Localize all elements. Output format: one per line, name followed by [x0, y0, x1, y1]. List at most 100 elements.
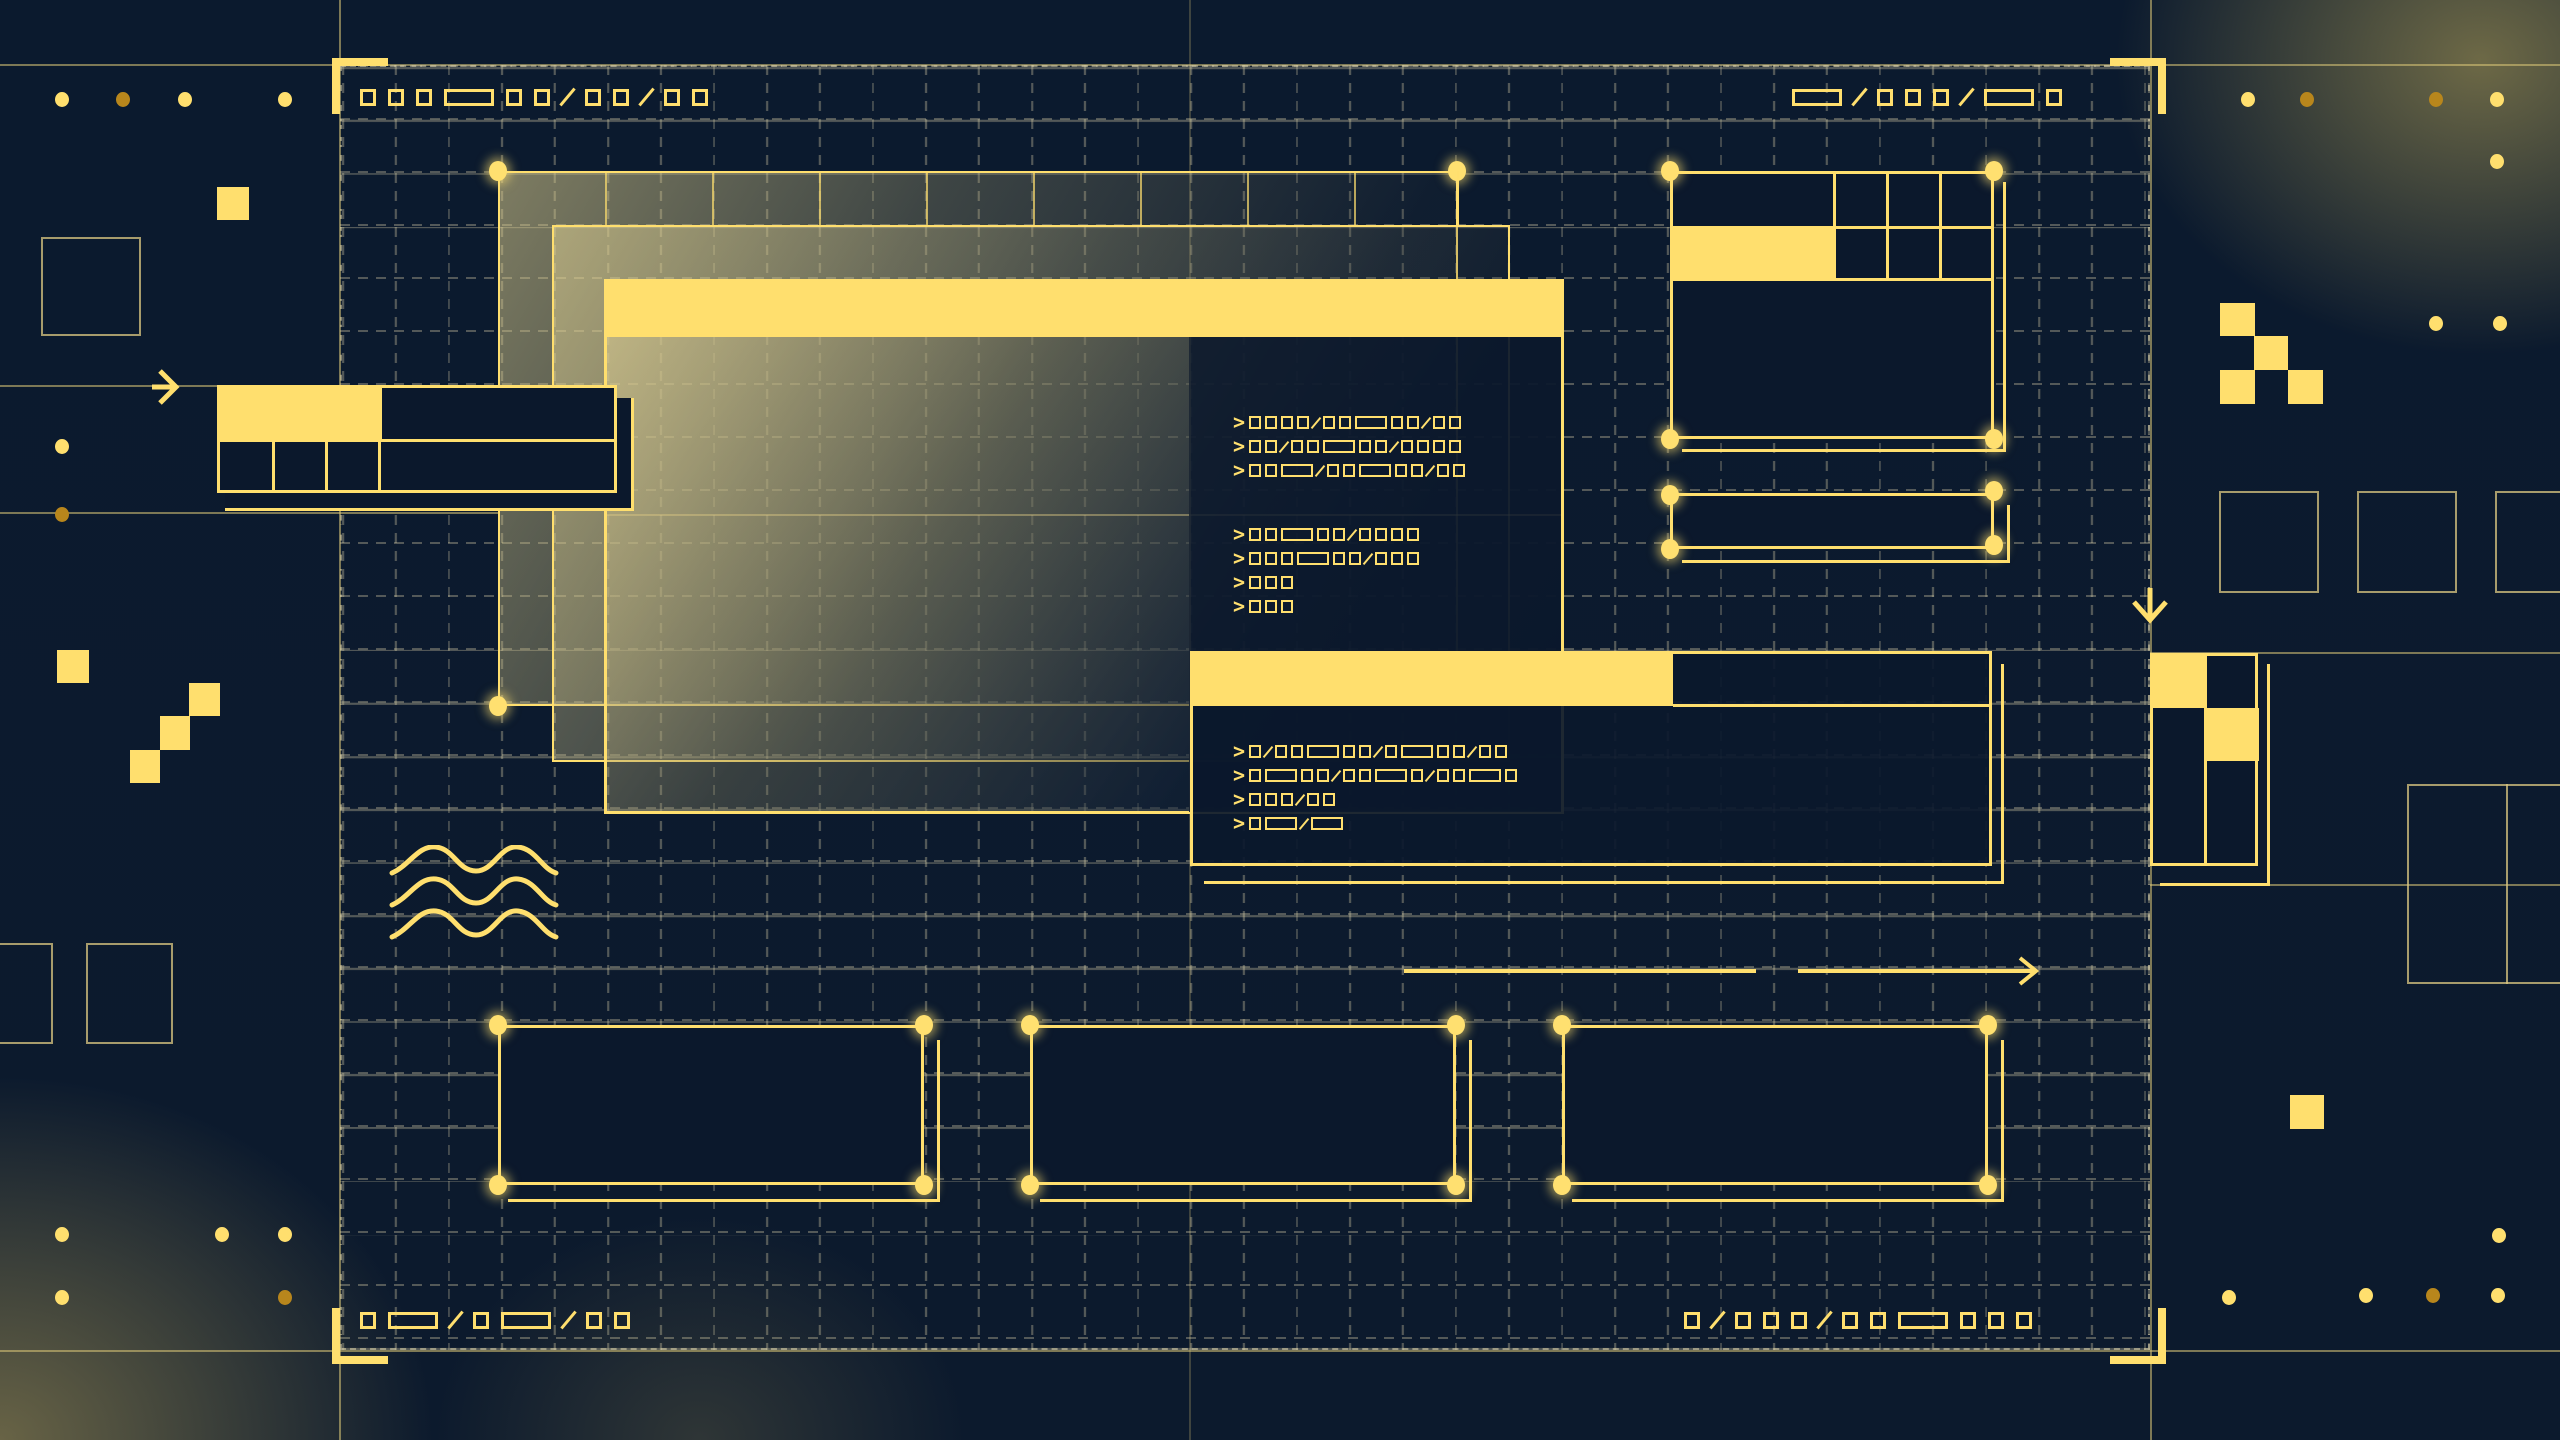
footer-label-left [360, 1309, 630, 1331]
node-dot [1661, 161, 1679, 181]
glyph-slash [1420, 416, 1432, 429]
indicator-dot [55, 507, 69, 522]
corner-bracket-top-right [2110, 58, 2166, 114]
glyph-slash [638, 87, 655, 107]
glyph-prompt: > [1233, 811, 1246, 835]
glyph-square [585, 88, 601, 106]
widget-row-line [1673, 226, 1991, 229]
node-dot [1661, 429, 1679, 449]
glyph-square [1249, 464, 1262, 477]
glyph-square [1763, 1311, 1779, 1329]
glyph-slash [1372, 745, 1384, 758]
indicator-dot [2300, 92, 2314, 107]
glyph-square [1391, 528, 1404, 541]
glyph-square [1437, 745, 1450, 758]
glyph-slash [1388, 440, 1400, 453]
widget-left[interactable] [217, 385, 617, 493]
arrow-right-icon [2018, 956, 2040, 986]
glyph-square [1291, 745, 1304, 758]
outline-box [41, 237, 141, 336]
glyph-square [1265, 600, 1278, 613]
glyph-square [1339, 416, 1352, 429]
bottom-panel-3[interactable] [1562, 1025, 1988, 1185]
glyph-slash [1362, 552, 1374, 565]
glyph-prompt: > [1233, 787, 1246, 811]
node-dot [1661, 485, 1679, 505]
glyph-square [1375, 440, 1388, 453]
glyph-square [1437, 769, 1450, 782]
glyph-rect [444, 88, 494, 106]
glyph-square [1479, 745, 1492, 758]
glyph-square [1349, 552, 1362, 565]
glyph-slash [447, 1310, 464, 1330]
glyph-rect [1401, 745, 1434, 758]
glyph-square [1411, 769, 1424, 782]
glyph-square [1301, 769, 1314, 782]
widget-col-line [1833, 174, 1836, 280]
indicator-dot [178, 92, 192, 107]
glyph-square [1359, 440, 1372, 453]
code-block-1: > > > [1233, 412, 1466, 480]
widget-top-right[interactable] [1670, 171, 1994, 439]
glyph-square [1249, 416, 1262, 429]
glyph-slash [560, 1310, 577, 1330]
glyph-prompt: > [1233, 594, 1246, 618]
glyph-square [1453, 769, 1466, 782]
code-line: > [1233, 594, 1419, 618]
pixel-square [2254, 336, 2288, 370]
code-line: > [1233, 460, 1466, 480]
glyph-slash [1466, 745, 1478, 758]
glyph-square [1265, 793, 1278, 806]
outline-box [2219, 491, 2319, 593]
widget-right-shadow [2160, 664, 2270, 886]
glyph-square [1407, 552, 1420, 565]
code-window[interactable] [1190, 651, 1992, 866]
indicator-dot [2359, 1288, 2373, 1303]
glyph-slash [1816, 1310, 1833, 1330]
indicator-dot [278, 1290, 292, 1305]
glyph-slash [1278, 440, 1290, 453]
node-dot [1985, 429, 2003, 449]
glyph-rect [1375, 769, 1408, 782]
widget-right-vertical[interactable] [2150, 653, 2259, 866]
glyph-square [1391, 552, 1404, 565]
glyph-rect [388, 1311, 438, 1329]
node-dot [1979, 1015, 1997, 1035]
glyph-square [1411, 464, 1424, 477]
code-window-title-bar[interactable] [1193, 654, 1673, 706]
indicator-dot [2429, 92, 2443, 107]
glyph-square [506, 88, 522, 106]
outline-box [2495, 491, 2560, 593]
glyph-square [1905, 88, 1921, 106]
glyph-square [1988, 1311, 2004, 1329]
code-line: > [1233, 548, 1420, 568]
glyph-square [1249, 600, 1262, 613]
guide-line-right-widget-top [2150, 652, 2560, 654]
main-window-title-bar[interactable] [607, 282, 1561, 337]
glyph-square [1333, 552, 1346, 565]
glyph-square [1249, 528, 1262, 541]
indicator-dot [2241, 92, 2255, 107]
corner-bracket-bottom-right [2110, 1308, 2166, 1364]
glyph-rect [1265, 769, 1298, 782]
glyph-square [1433, 416, 1446, 429]
widget-bar[interactable] [1670, 493, 1994, 549]
glyph-square [360, 1311, 376, 1329]
pixel-square [217, 187, 249, 220]
glyph-square [1249, 440, 1262, 453]
glyph-square [664, 88, 680, 106]
glyph-square [2016, 1311, 2032, 1329]
glyph-square [1317, 769, 1330, 782]
header-label-right [1792, 86, 2062, 108]
widget-col-line [1939, 174, 1942, 280]
bottom-panel-1[interactable] [498, 1025, 924, 1185]
glyph-square [1960, 1311, 1976, 1329]
glyph-rect [1355, 416, 1388, 429]
corner-bracket-bottom-left [332, 1308, 388, 1364]
wave-icon [389, 845, 559, 940]
bottom-panel-2[interactable] [1030, 1025, 1456, 1185]
glyph-rect [1469, 769, 1502, 782]
code-line: > [1233, 524, 1420, 544]
pixel-square [2220, 370, 2255, 404]
widget-row-line [220, 439, 614, 442]
